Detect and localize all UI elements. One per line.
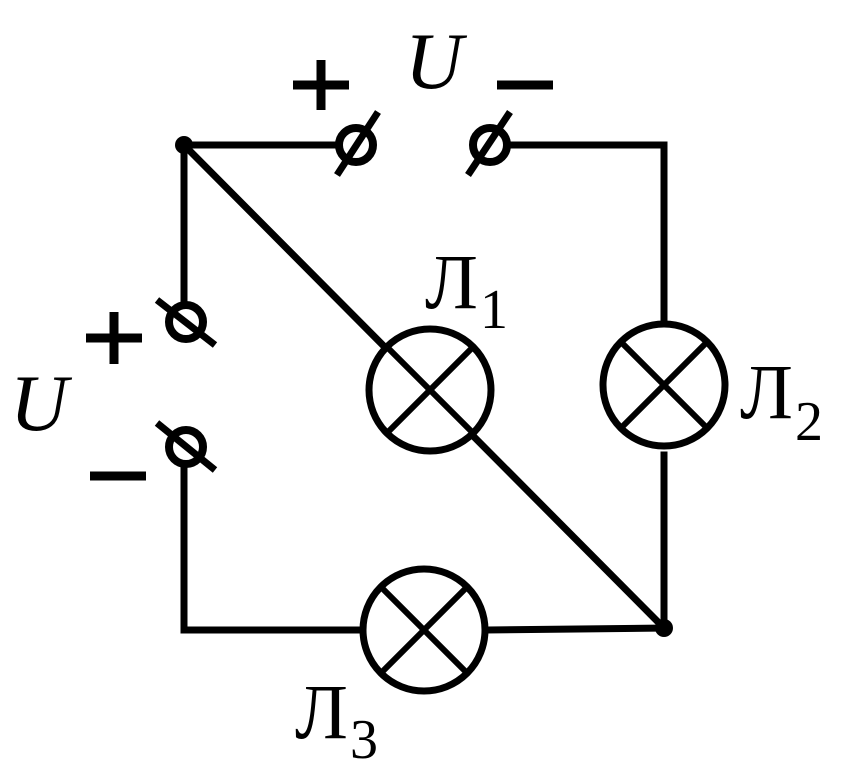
voltage-label-left: U xyxy=(10,360,73,448)
terminal-top-negative xyxy=(465,110,513,177)
wire-bottom-right xyxy=(484,624,668,634)
lamp-2-label-sub: 2 xyxy=(795,391,823,453)
junction-node-top-left xyxy=(175,136,193,154)
terminal-left-negative xyxy=(154,420,218,473)
lamp-3 xyxy=(359,565,489,695)
lamp-2-label-letter: Л xyxy=(740,348,793,435)
plus-sign-top xyxy=(293,60,349,110)
lamp-1-label-letter: Л xyxy=(425,238,478,325)
plus-sign-left xyxy=(86,312,142,364)
lamp-1-label-sub: 1 xyxy=(480,279,508,341)
terminal-top-positive xyxy=(334,110,381,177)
lamp-2 xyxy=(599,320,729,450)
lamp-3-label-sub: 3 xyxy=(350,709,378,770)
lamp-3-label: Л 3 xyxy=(295,668,378,770)
lamp-3-label-letter: Л xyxy=(295,668,348,755)
lamp-2-label: Л 2 xyxy=(740,348,823,453)
lamp-1-label: Л 1 xyxy=(425,238,508,341)
junction-node-bottom-right xyxy=(655,619,673,637)
terminal-left-positive xyxy=(154,297,218,348)
voltage-label-top: U xyxy=(405,18,468,106)
lamp-1 xyxy=(365,325,495,455)
